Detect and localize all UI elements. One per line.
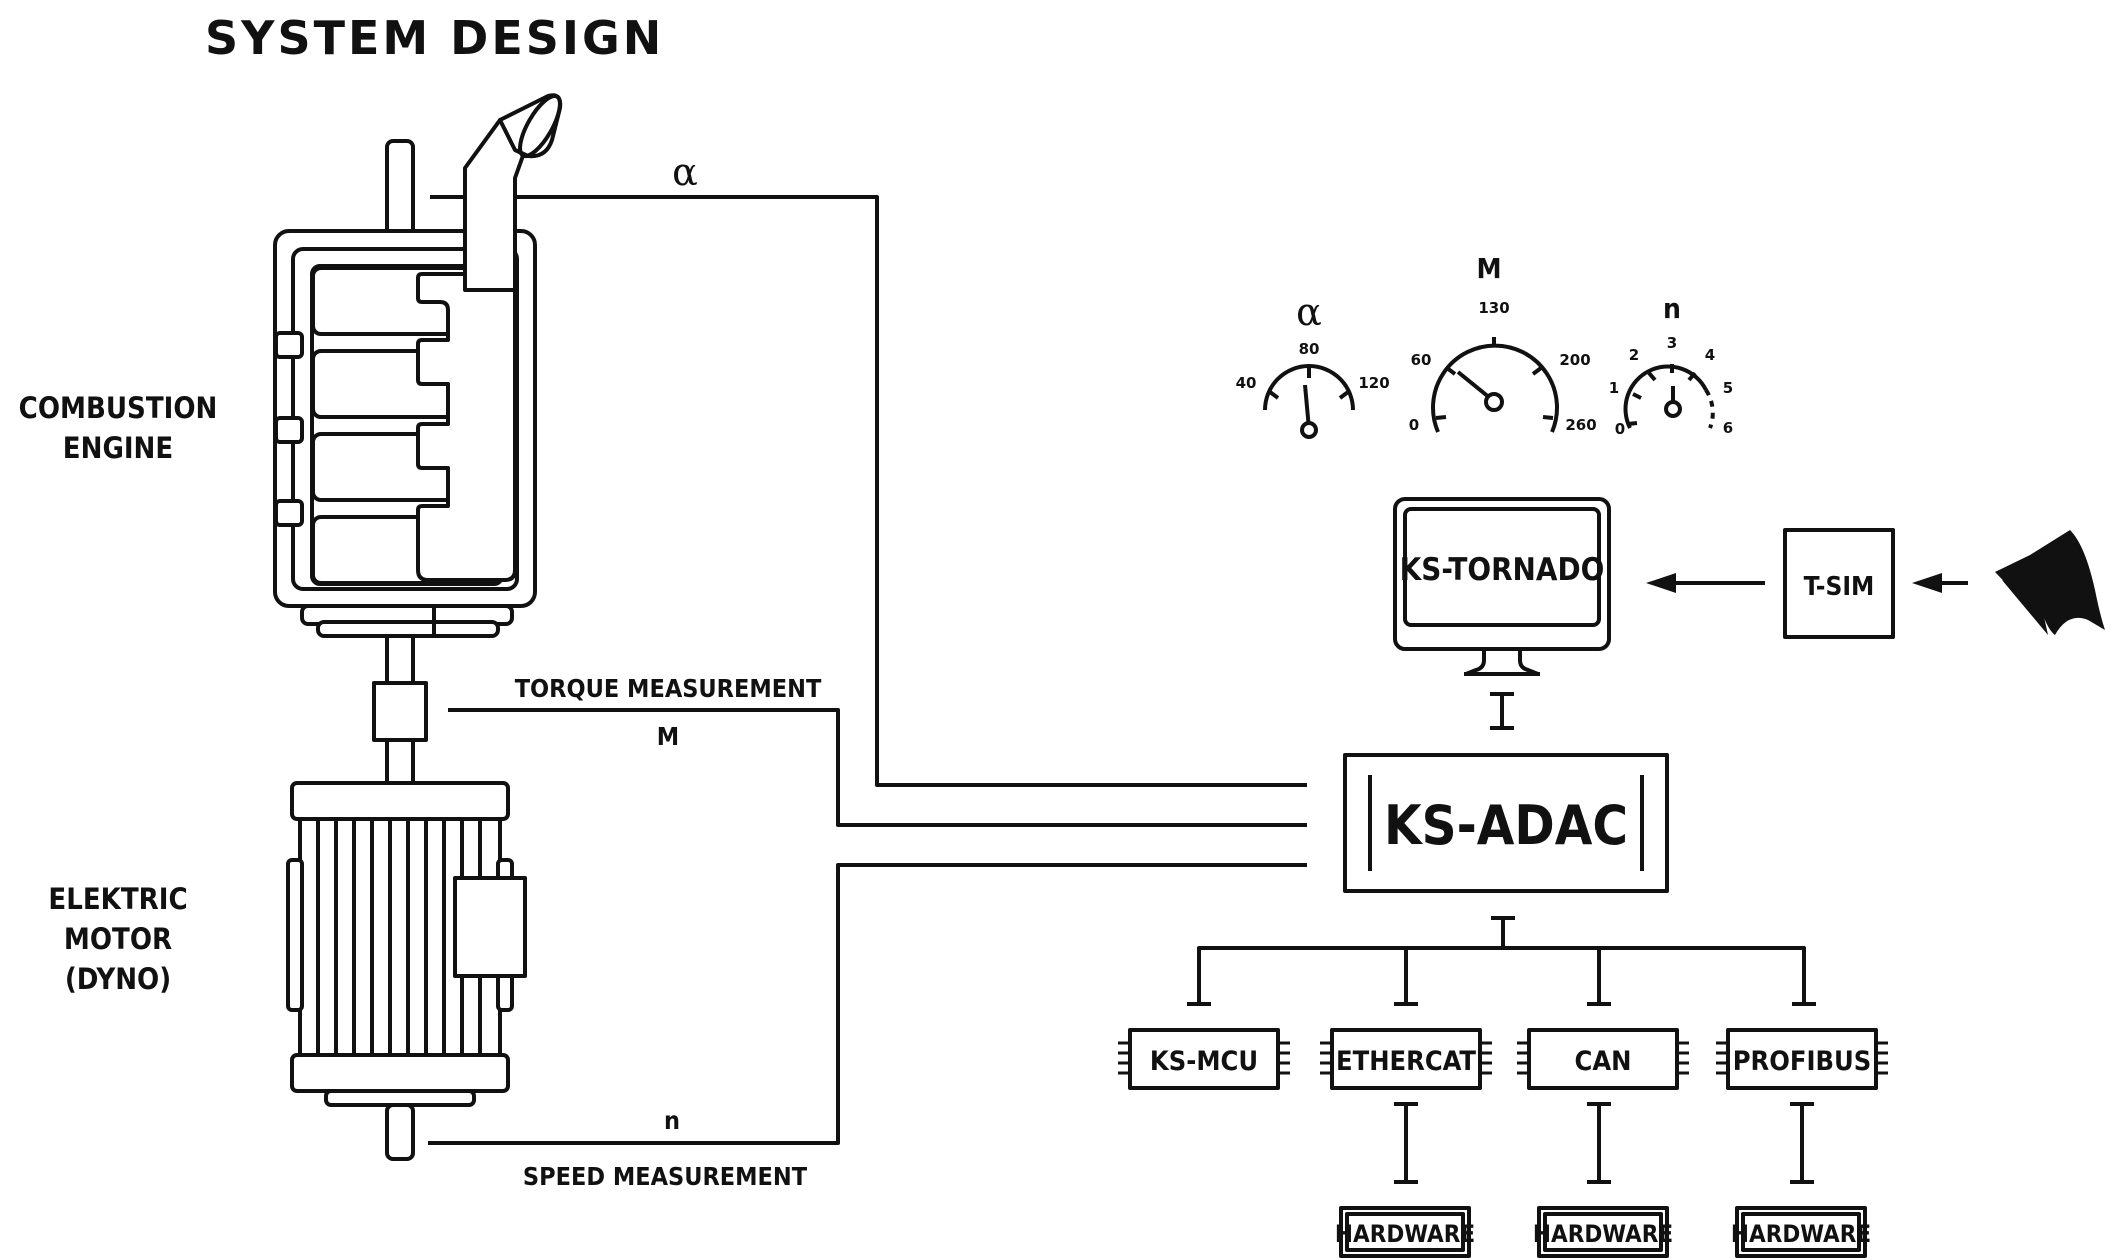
gauge-tick-label: 80: [1299, 340, 1320, 358]
gauge-tick-label: 120: [1358, 374, 1389, 392]
tornado-monitor: [1393, 497, 1611, 676]
hardware-box: [1735, 1206, 1867, 1258]
hardware-label: HARDWARE: [1533, 1220, 1673, 1248]
adac-label: KS-ADAC: [1384, 794, 1628, 857]
gauge-tick-label: 5: [1723, 379, 1733, 397]
module-label-ks-mcu: KS-MCU: [1150, 1046, 1258, 1077]
speed-gauge: n 0 1 2 3 4 5 6: [1609, 292, 1733, 438]
hardware-box: [1339, 1206, 1471, 1258]
arrow-tsim-to-tornado: [1646, 573, 1765, 593]
hardware-label: HARDWARE: [1731, 1220, 1871, 1248]
signal-lines: [428, 195, 1307, 1145]
gauge-tick-label: 130: [1478, 299, 1509, 317]
arrow-matlab-to-tsim: [1912, 573, 1968, 593]
gauge-tick-label: 200: [1559, 351, 1590, 369]
gauge-tick-label: 40: [1236, 374, 1257, 392]
module-label-can: CAN: [1575, 1046, 1632, 1077]
alpha-gauge-symbol: α: [1296, 290, 1322, 334]
gauge-tick-label: 3: [1667, 334, 1677, 352]
hardware-connectors: [1394, 1102, 1814, 1184]
motor-label-line2: MOTOR: [64, 922, 172, 956]
hardware-label: HARDWARE: [1335, 1220, 1475, 1248]
gauge-tick-label: 2: [1629, 346, 1639, 364]
alpha-signal-label: α: [672, 150, 698, 194]
tsim-label: T-SIM: [1804, 572, 1875, 602]
tornado-adac-connector: [1490, 692, 1514, 730]
bus-tree: [1187, 916, 1816, 1006]
module-label-ethercat: ETHERCAT: [1336, 1046, 1476, 1077]
motor-label-line3: (DYNO): [65, 962, 171, 996]
page-title: SYSTEM DESIGN: [205, 11, 664, 65]
adac-block: [1343, 753, 1669, 893]
gauge-tick-label: 0: [1409, 416, 1419, 434]
torque-gauge-symbol: M: [1476, 252, 1501, 285]
gauge-tick-label: 6: [1723, 419, 1733, 437]
gauge-tick-label: 1: [1609, 379, 1619, 397]
matlab-logo-icon: [1995, 530, 2105, 635]
torque-measurement-label: TORQUE MEASUREMENT: [515, 674, 822, 703]
engine-label-line2: ENGINE: [63, 431, 173, 465]
alpha-gauge: α 40 80 120: [1236, 290, 1390, 439]
module-profibus: [1716, 1028, 1888, 1090]
engine-label-line1: COMBUSTION: [19, 391, 218, 425]
module-label-profibus: PROFIBUS: [1733, 1046, 1872, 1077]
speed-gauge-symbol: n: [1663, 292, 1681, 325]
motor-label-line1: ELEKTRIC: [48, 882, 187, 916]
torque-signal-label: M: [657, 722, 679, 751]
module-ethercat: [1320, 1028, 1492, 1090]
combustion-engine: [273, 93, 563, 783]
gauge-tick-label: 60: [1411, 351, 1432, 369]
module-can: [1517, 1028, 1689, 1090]
speed-measurement-label: SPEED MEASUREMENT: [523, 1162, 808, 1191]
tsim-block: [1783, 528, 1895, 639]
hardware-box: [1537, 1206, 1669, 1258]
gauge-tick-label: 4: [1705, 346, 1715, 364]
tornado-label: KS-TORNADO: [1400, 552, 1605, 588]
torque-gauge: M 0 60 130 200 260: [1409, 252, 1597, 434]
gauge-tick-label: 260: [1565, 416, 1596, 434]
module-ks-mcu: [1118, 1028, 1290, 1090]
gauge-tick-label: 0: [1615, 420, 1625, 438]
electric-motor: [286, 781, 527, 1161]
speed-signal-label: n: [664, 1106, 680, 1135]
